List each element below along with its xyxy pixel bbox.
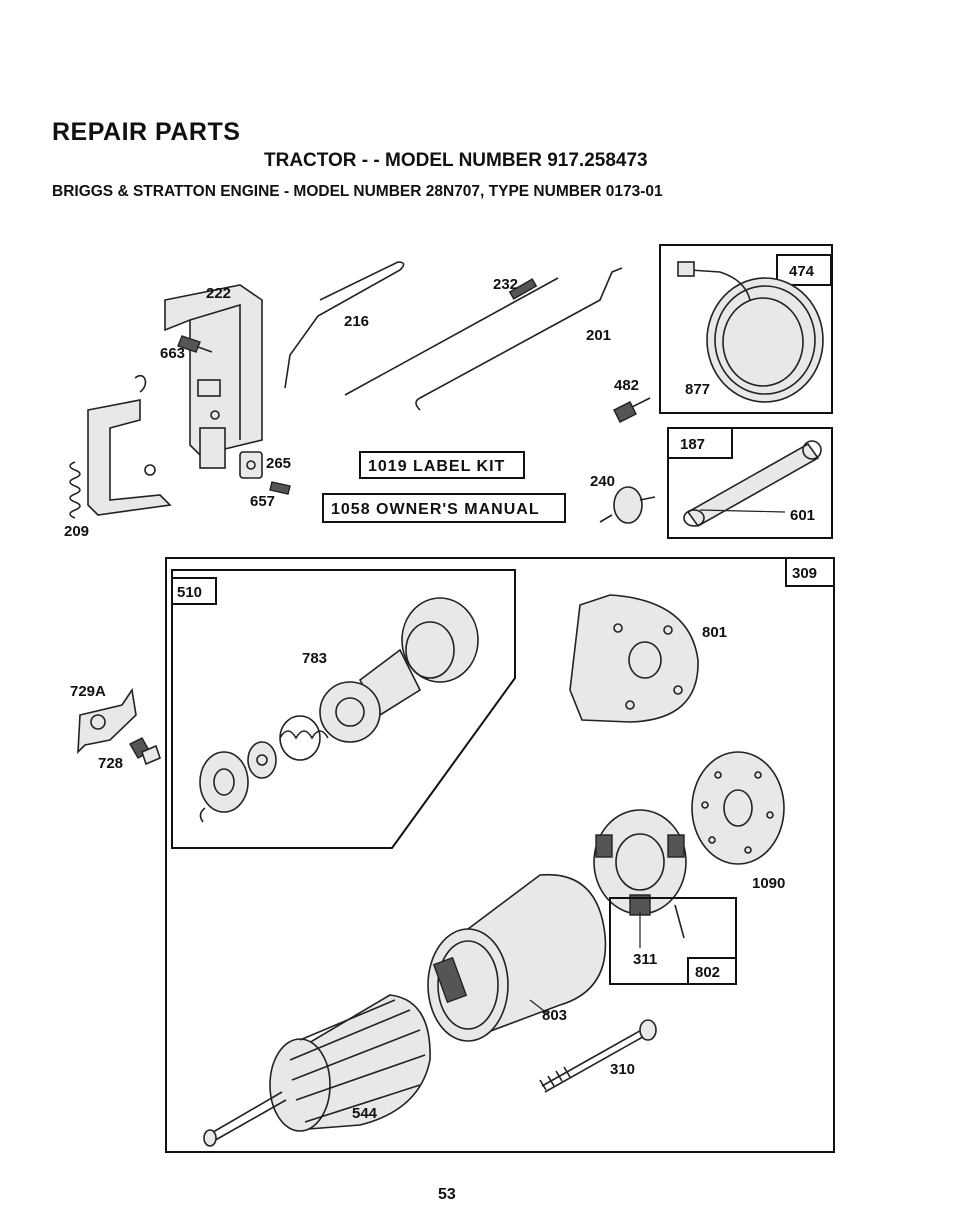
rod-232-drawing bbox=[344, 277, 559, 396]
box-474-tag bbox=[776, 254, 832, 286]
box-510-tag bbox=[171, 577, 217, 605]
label-482: 482 bbox=[614, 377, 639, 394]
owners-manual-box bbox=[322, 493, 566, 523]
box-label-187: 187 bbox=[680, 436, 705, 453]
box-474-frame bbox=[659, 244, 833, 414]
label-310: 310 bbox=[610, 1061, 635, 1078]
brush-holder-311-drawing bbox=[593, 809, 687, 948]
box-187-frame bbox=[667, 427, 833, 539]
pinion-drive-drawing bbox=[199, 597, 479, 823]
label-601: 601 bbox=[790, 507, 815, 524]
stator-877-drawing bbox=[677, 261, 824, 403]
label-311: 311 bbox=[633, 951, 657, 968]
label-kit-text: 1019 LABEL KIT bbox=[368, 458, 505, 475]
label-209: 209 bbox=[64, 523, 89, 540]
clip-265-drawing bbox=[239, 451, 263, 479]
through-bolt-310-drawing bbox=[539, 1019, 657, 1093]
armature-544-drawing bbox=[203, 994, 431, 1147]
end-plate-801-drawing bbox=[569, 594, 699, 723]
label-801: 801 bbox=[702, 624, 727, 641]
tractor-model-heading: TRACTOR - - MODEL NUMBER 917.258473 bbox=[264, 150, 648, 171]
label-783: 783 bbox=[302, 650, 327, 667]
label-877: 877 bbox=[685, 381, 710, 398]
box-label-510: 510 bbox=[177, 584, 202, 601]
bolt-728-drawing bbox=[129, 737, 161, 766]
label-216: 216 bbox=[344, 313, 369, 330]
housing-803-drawing bbox=[427, 873, 607, 1042]
box-label-474: 474 bbox=[789, 263, 815, 280]
plate-1090-drawing bbox=[691, 751, 785, 865]
label-663: 663 bbox=[160, 345, 185, 362]
box-309-frame bbox=[165, 557, 835, 1153]
fuel-filter-240-drawing bbox=[599, 486, 656, 524]
box-label-309: 309 bbox=[792, 565, 817, 582]
bolt-663-drawing bbox=[177, 335, 213, 353]
box-187-tag bbox=[667, 427, 733, 459]
page-title: REPAIR PARTS bbox=[52, 118, 241, 146]
fuel-line-601-drawing bbox=[683, 440, 822, 528]
box-309-tag bbox=[785, 557, 835, 587]
screw-657-drawing bbox=[269, 481, 291, 495]
spring-209-drawing bbox=[69, 461, 81, 519]
label-232: 232 bbox=[493, 276, 518, 293]
label-1090: 1090 bbox=[752, 875, 785, 892]
box-510-frame bbox=[171, 569, 516, 849]
box-802-tag bbox=[687, 957, 737, 985]
page-number: 53 bbox=[438, 1186, 456, 1203]
box-label-802: 802 bbox=[695, 964, 720, 981]
label-544: 544 bbox=[352, 1105, 378, 1122]
label-265: 265 bbox=[266, 455, 291, 472]
bolt-482-drawing bbox=[613, 397, 651, 423]
box-802-frame bbox=[609, 897, 737, 985]
engine-model-heading: BRIGGS & STRATTON ENGINE - MODEL NUMBER … bbox=[52, 183, 663, 200]
label-kit-box bbox=[359, 451, 525, 479]
label-728: 728 bbox=[98, 755, 123, 772]
rod-216-drawing bbox=[284, 261, 405, 389]
control-bracket-drawing bbox=[87, 284, 263, 516]
label-222: 222 bbox=[206, 285, 231, 302]
label-657: 657 bbox=[250, 493, 275, 510]
label-729a: 729A bbox=[70, 683, 106, 700]
owners-manual-text: 1058 OWNER'S MANUAL bbox=[331, 501, 540, 518]
label-803: 803 bbox=[542, 1007, 567, 1024]
label-201: 201 bbox=[586, 327, 611, 344]
rod-201-drawing bbox=[415, 267, 623, 411]
label-240: 240 bbox=[590, 473, 615, 490]
lock-plate-729a-drawing bbox=[77, 687, 137, 755]
